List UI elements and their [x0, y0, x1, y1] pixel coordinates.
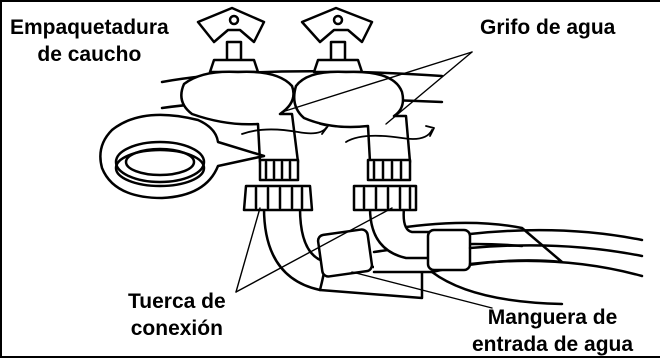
- faucet-right-thread: [366, 158, 412, 182]
- leader-lines: [235, 51, 493, 309]
- faucet-right-body: [293, 70, 412, 164]
- nut-left: [242, 184, 314, 212]
- label-gasket-line1: Empaquetadura: [10, 16, 169, 39]
- faucet-left-body: [180, 70, 300, 164]
- leader-nut-left: [235, 207, 261, 293]
- label-nut-line1: Tuerca de: [128, 290, 226, 313]
- faucet-left: [180, 6, 300, 182]
- leader-faucet-right: [385, 51, 473, 125]
- label-nut: Tuerca de conexión: [128, 288, 226, 342]
- leader-hose: [351, 271, 493, 309]
- faucet-left-thread: [258, 158, 300, 182]
- label-hose-line1: Manguera de: [487, 306, 618, 329]
- label-gasket: Empaquetadura de caucho: [10, 14, 169, 68]
- gasket-detail: [99, 113, 266, 200]
- rotation-arrows: [241, 123, 435, 143]
- leader-faucet-left: [281, 51, 473, 113]
- hose-right: [352, 184, 644, 278]
- label-nut-line2: conexión: [130, 317, 223, 340]
- label-hose: Manguera de entrada de agua: [472, 304, 633, 358]
- leader-nut-right: [235, 207, 393, 293]
- faucet-right: [293, 6, 412, 182]
- label-gasket-line2: de caucho: [37, 43, 142, 66]
- label-hose-line2: entrada de agua: [472, 333, 634, 356]
- label-faucet: Grifo de agua: [480, 16, 616, 39]
- faucet-left-handle: [196, 6, 266, 44]
